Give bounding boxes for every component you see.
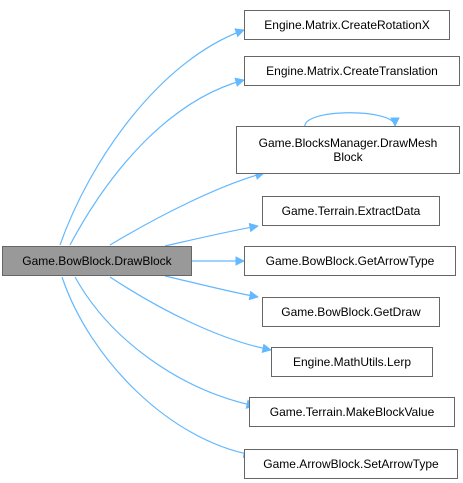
node-make-block-value[interactable]: Game.Terrain.MakeBlockValue	[249, 397, 455, 427]
node-label: Game.ArrowBlock.SetArrowType	[263, 457, 439, 471]
node-label: Game.BowBlock.GetArrowType	[265, 254, 435, 268]
node-source-draw-block[interactable]: Game.BowBlock.DrawBlock	[2, 246, 192, 276]
edge-to-draw-mesh-block	[109, 170, 265, 246]
node-create-rotation-x[interactable]: Engine.Matrix.CreateRotationX	[244, 10, 450, 40]
node-label: Game.BowBlock.GetDraw	[281, 305, 421, 319]
edge-to-create-translation	[69, 77, 245, 246]
node-label: Game.BlocksManager.DrawMesh Block	[258, 136, 438, 164]
edge-to-create-rotation-x	[59, 28, 245, 246]
node-label: Engine.MathUtils.Lerp	[292, 355, 412, 369]
edge-to-lerp	[109, 276, 272, 354]
node-label: Engine.Matrix.CreateTranslation	[266, 64, 438, 78]
node-label: Game.BowBlock.DrawBlock	[22, 254, 172, 268]
edge-self-loop-draw-mesh-block	[304, 112, 400, 129]
node-label: Game.Terrain.MakeBlockValue	[269, 405, 435, 419]
node-label: Game.Terrain.ExtractData	[281, 204, 421, 218]
node-extract-data[interactable]: Game.Terrain.ExtractData	[262, 196, 440, 226]
node-set-arrow-type[interactable]: Game.ArrowBlock.SetArrowType	[244, 449, 458, 479]
node-create-translation[interactable]: Engine.Matrix.CreateTranslation	[244, 56, 460, 86]
node-get-arrow-type[interactable]: Game.BowBlock.GetArrowType	[244, 246, 456, 276]
edge-to-extract-data	[164, 222, 259, 247]
node-lerp[interactable]: Engine.MathUtils.Lerp	[271, 347, 433, 377]
edge-to-get-draw	[164, 275, 259, 301]
edge-to-make-block-value	[74, 276, 256, 409]
node-label: Engine.Matrix.CreateRotationX	[264, 18, 430, 32]
edge-to-set-arrow-type	[61, 276, 253, 459]
node-draw-mesh-block[interactable]: Game.BlocksManager.DrawMesh Block	[236, 126, 460, 174]
node-get-draw[interactable]: Game.BowBlock.GetDraw	[262, 297, 440, 327]
